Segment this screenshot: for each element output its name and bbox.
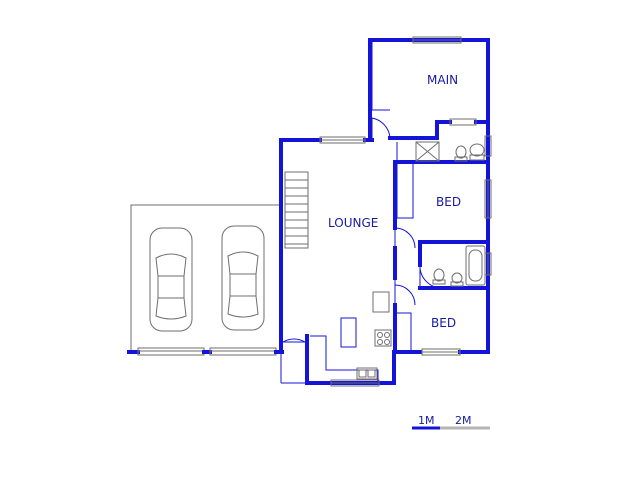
scale-label-2m: 2M	[455, 414, 472, 427]
windows	[319, 36, 492, 387]
room-label-bed-1: BED	[436, 195, 461, 209]
shower-icon	[415, 141, 440, 162]
car-icon	[221, 225, 265, 331]
toilet-icon	[432, 268, 446, 285]
toilet-icon	[454, 145, 468, 162]
sink-icon	[356, 367, 378, 380]
room-label-lounge: LOUNGE	[328, 216, 378, 230]
exterior-walls	[279, 38, 490, 385]
room-label-bed-2: BED	[431, 316, 456, 330]
car-icon	[149, 227, 193, 332]
garage-front-wall	[127, 347, 284, 356]
interior-walls	[393, 160, 490, 354]
island	[340, 317, 357, 348]
garage	[130, 204, 282, 352]
stair-icon	[284, 171, 309, 249]
basin-icon	[450, 272, 464, 287]
basin-icon	[469, 143, 485, 161]
built-ins	[310, 42, 414, 383]
stove-icon	[372, 291, 392, 347]
scale-label-1m: 1M	[418, 414, 435, 427]
bath-icon	[465, 245, 486, 286]
scale-bar: 1M 2M	[412, 414, 490, 430]
room-label-main: MAIN	[427, 73, 458, 87]
doors	[280, 117, 443, 384]
